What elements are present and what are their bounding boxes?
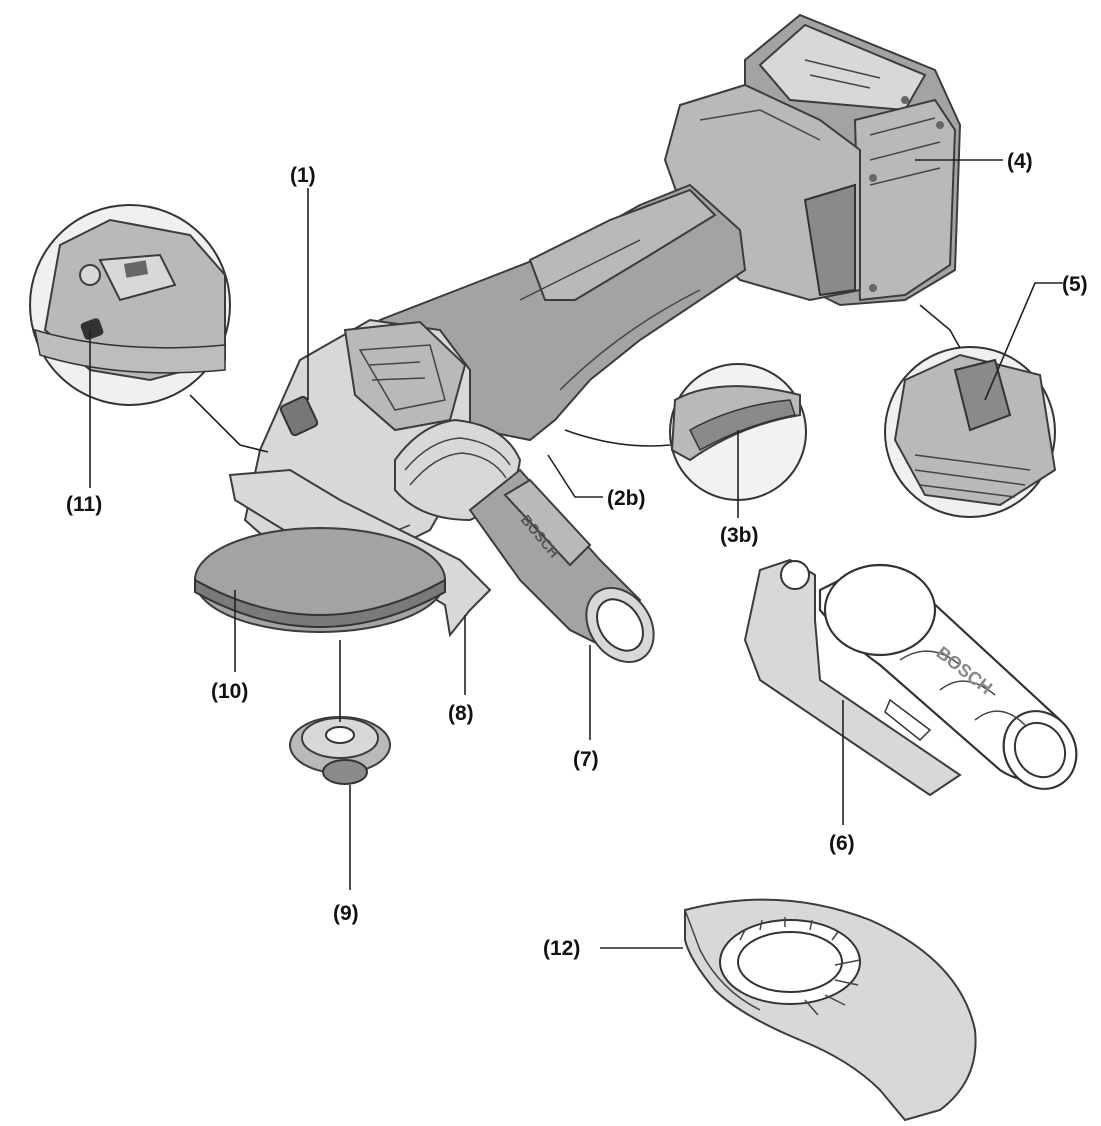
label-8: (8) [448,702,474,725]
angle-grinder: BOSCH [194,13,962,785]
clamping-nut [289,716,391,785]
auxiliary-handle: BOSCH [468,468,655,664]
label-7: (7) [573,748,599,771]
label-3b: (3b) [720,524,759,547]
label-5: (5) [1062,273,1088,296]
label-9: (9) [333,902,359,925]
label-10: (10) [211,680,248,703]
grinding-disc [194,527,446,633]
label-6: (6) [829,832,855,855]
label-1: (1) [290,164,316,187]
label-12: (12) [543,937,580,960]
detail-inset-3b [564,363,807,501]
leader-lines [89,159,1063,949]
detail-inset-11 [29,204,269,453]
grinding-guard [684,898,977,1122]
label-2b: (2b) [607,487,646,510]
label-11: (11) [66,493,102,516]
detail-inset-5 [884,304,1057,518]
label-4: (4) [1007,150,1033,173]
spindle-lock-button [279,395,319,437]
cutting-guard-with-handle: BOSCH [743,558,1078,797]
callout-labels: (1) (4) (5) (11) (2b) (3b) (6) (7) (8) (… [66,150,1088,960]
